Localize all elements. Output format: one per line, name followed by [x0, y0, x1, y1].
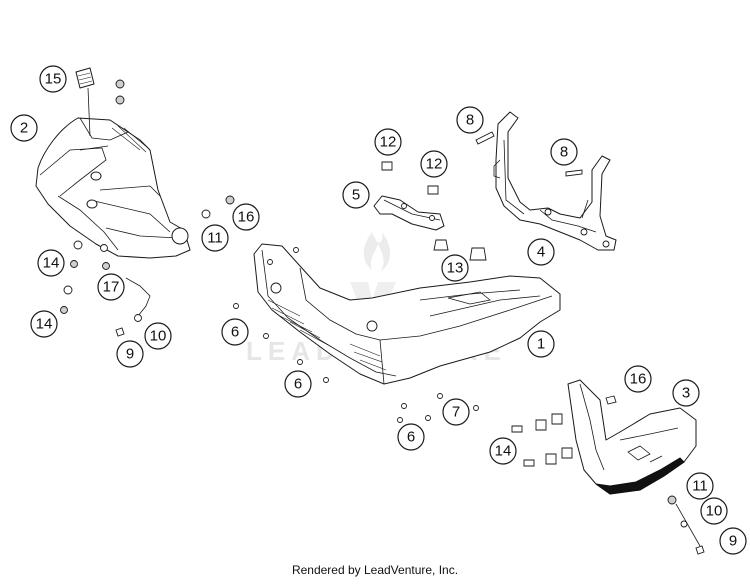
callout-5: 5 — [342, 181, 370, 209]
part-12-dampers — [381, 161, 439, 195]
svg-text:10: 10 — [150, 328, 167, 345]
part-7-screws — [437, 393, 479, 411]
svg-text:8: 8 — [466, 112, 474, 129]
part-6-screws — [233, 303, 431, 423]
svg-text:9: 9 — [126, 346, 134, 363]
svg-text:13: 13 — [447, 260, 464, 277]
callout-6: 6 — [221, 318, 249, 346]
part-13-rubber-mounts — [433, 239, 487, 261]
svg-text:14: 14 — [495, 443, 512, 460]
part-3-hardware — [511, 395, 705, 555]
callout-15: 15 — [39, 65, 67, 93]
svg-text:7: 7 — [452, 404, 460, 421]
part-15-rubber-damper — [75, 67, 95, 137]
callout-17: 17 — [97, 273, 125, 301]
part-4-holder-frame — [493, 111, 617, 251]
hardware-part-2 — [60, 195, 235, 337]
callout-6: 6 — [397, 423, 425, 451]
svg-text:14: 14 — [36, 316, 53, 333]
callout-2: 2 — [10, 114, 38, 142]
svg-text:1: 1 — [537, 336, 545, 353]
callout-13: 13 — [441, 254, 469, 282]
svg-text:14: 14 — [43, 255, 60, 272]
callout-14: 14 — [37, 249, 65, 277]
svg-text:12: 12 — [426, 156, 443, 173]
svg-text:16: 16 — [630, 371, 647, 388]
callout-4: 4 — [527, 238, 555, 266]
svg-text:2: 2 — [20, 120, 28, 137]
part-2-front-guard — [35, 117, 191, 259]
callout-8: 8 — [456, 106, 484, 134]
callout-9: 9 — [116, 340, 144, 368]
svg-text:15: 15 — [45, 71, 62, 88]
callout-11: 11 — [686, 472, 714, 500]
svg-text:3: 3 — [682, 385, 690, 402]
svg-text:11: 11 — [207, 230, 223, 247]
part-1-skid-plate — [253, 243, 561, 385]
svg-text:5: 5 — [352, 187, 360, 204]
callout-6: 6 — [284, 370, 312, 398]
footer-credit: Rendered by LeadVenture, Inc. — [291, 563, 459, 577]
svg-text:9: 9 — [729, 533, 737, 550]
callout-12: 12 — [420, 150, 448, 178]
callout-12: 12 — [374, 128, 402, 156]
callout-14: 14 — [30, 310, 58, 338]
svg-text:8: 8 — [560, 144, 568, 161]
svg-text:6: 6 — [231, 324, 239, 341]
svg-text:16: 16 — [238, 209, 255, 226]
callout-8: 8 — [550, 138, 578, 166]
nuts-top-left — [115, 79, 125, 105]
part-8-bolts — [475, 131, 583, 177]
callout-11: 11 — [201, 224, 229, 252]
svg-text:12: 12 — [380, 134, 397, 151]
callout-7: 7 — [442, 398, 470, 426]
svg-text:6: 6 — [407, 429, 415, 446]
svg-text:17: 17 — [103, 279, 120, 296]
svg-text:4: 4 — [537, 244, 545, 261]
part-5-bracket — [373, 195, 445, 231]
callout-16: 16 — [232, 203, 260, 231]
callout-1: 1 — [527, 330, 555, 358]
callout-16: 16 — [624, 365, 652, 393]
svg-text:11: 11 — [692, 478, 708, 495]
callout-3: 3 — [672, 379, 700, 407]
callout-14: 14 — [489, 437, 517, 465]
callout-10: 10 — [700, 497, 728, 525]
part-3-engine-guard — [567, 379, 697, 495]
svg-text:10: 10 — [706, 503, 723, 520]
svg-text:6: 6 — [294, 376, 302, 393]
callout-10: 10 — [144, 322, 172, 350]
callout-9: 9 — [719, 527, 747, 555]
